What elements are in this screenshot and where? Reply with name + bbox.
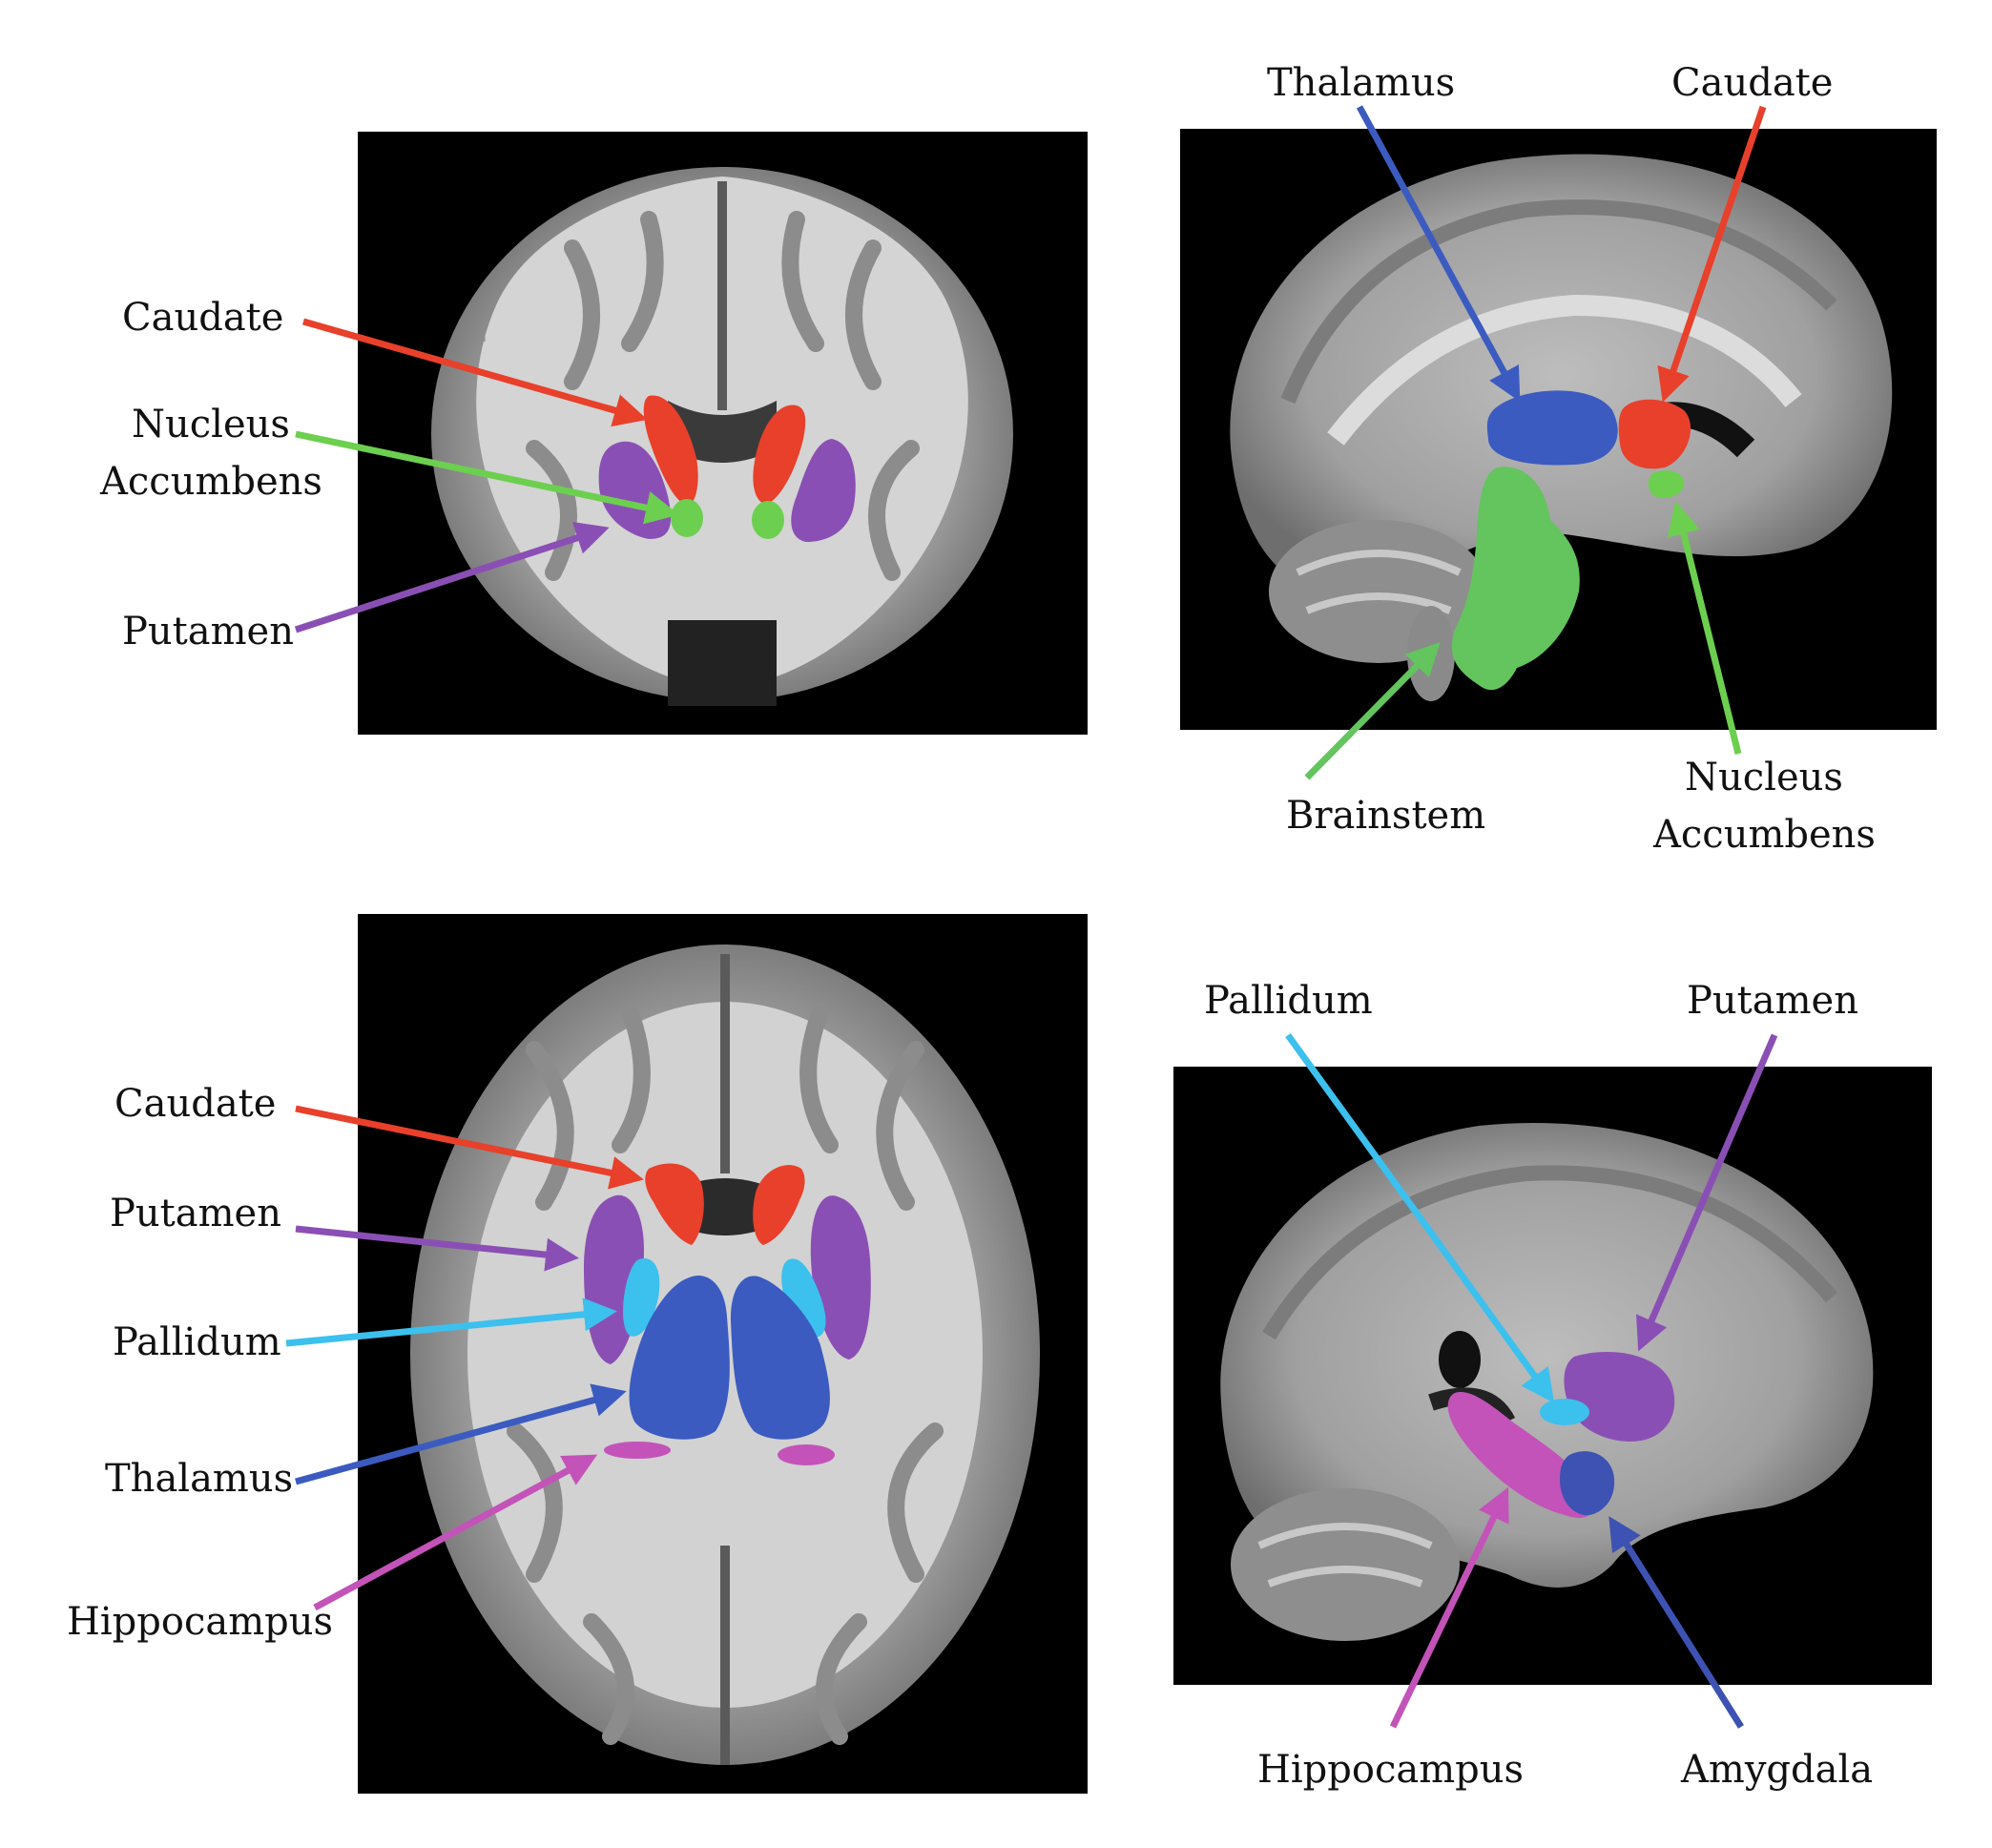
axial-hippocampus-label: Hippocampus (67, 1600, 333, 1644)
coronal-nacc-arrow (295, 430, 679, 525)
sagittal-thalamus (1486, 390, 1618, 466)
axial-caudate-label: Caudate (114, 1082, 276, 1126)
lateral-pallidum (1540, 1399, 1589, 1425)
coronal-panel: Caudate Nucleus Accumbens Putamen (99, 132, 1088, 735)
axial-putamen-label: Putamen (110, 1192, 281, 1235)
axial-thalamus-arrow (295, 1383, 627, 1485)
lateral-amygdala (1560, 1451, 1615, 1516)
sagittal-thalamus-label: Thalamus (1267, 61, 1455, 105)
lateral-amygdala-arrow (1608, 1516, 1744, 1729)
sagittal-caudate-arrow (1657, 105, 1767, 403)
axial-putamen-arrow (295, 1225, 579, 1272)
sagittal-mid-brain (1230, 154, 1893, 701)
coronal-caudate-right (753, 405, 806, 505)
coronal-caudate-label: Caudate (122, 296, 283, 340)
sagittal-brainstem (1451, 467, 1580, 691)
lateral-hippocampus-arrow (1389, 1486, 1509, 1729)
lateral-pallidum-label: Pallidum (1204, 979, 1373, 1023)
sagittal-caudate (1618, 399, 1691, 469)
sagittal-nacc (1648, 470, 1685, 499)
sagittal-nacc-label-line2: Accumbens (1652, 813, 1876, 857)
coronal-putamen-arrow (294, 522, 610, 633)
axial-hippocampus-left (604, 1442, 671, 1459)
axial-hippocampus-right (778, 1444, 835, 1465)
coronal-brain (431, 167, 1013, 706)
lateral-putamen (1564, 1352, 1675, 1442)
coronal-nacc-label-line2: Accumbens (99, 460, 322, 504)
coronal-nacc-label-line1: Nucleus (132, 403, 290, 446)
sagittal-mid-panel: Thalamus Caudate Brainstem Nucleus Accum… (1180, 61, 1937, 857)
lateral-amygdala-label: Amygdala (1680, 1748, 1873, 1792)
axial-thalamus-right (730, 1276, 830, 1440)
coronal-nacc-right (752, 501, 784, 539)
coronal-putamen-right (791, 439, 856, 542)
axial-hippocampus-arrow (313, 1454, 598, 1611)
axial-panel: Caudate Putamen Pallidum Thalamus Hippoc… (67, 914, 1088, 1794)
axial-pallidum-label: Pallidum (113, 1320, 281, 1364)
coronal-putamen-label: Putamen (122, 610, 294, 654)
axial-pallidum-arrow (285, 1298, 617, 1347)
axial-caudate-arrow (295, 1105, 644, 1190)
sagittal-mid-structures (1451, 390, 1691, 691)
sagittal-nacc-arrow (1667, 501, 1742, 755)
lateral-putamen-label: Putamen (1687, 979, 1858, 1023)
axial-thalamus-left (629, 1275, 730, 1440)
sagittal-brainstem-arrow (1304, 642, 1441, 780)
axial-caudate-right (753, 1165, 805, 1245)
lateral-hippocampus-label: Hippocampus (1257, 1748, 1524, 1792)
coronal-caudate-left (643, 395, 698, 506)
axial-putamen-right (810, 1195, 871, 1360)
sagittal-nacc-label-line1: Nucleus (1685, 756, 1843, 799)
coronal-caudate-arrow (302, 318, 648, 427)
axial-structures (584, 1163, 871, 1465)
axial-pallidum-left (623, 1258, 660, 1337)
sagittal-lateral-brain (1220, 1122, 1874, 1641)
sagittal-brainstem-label: Brainstem (1286, 794, 1485, 838)
sagittal-lateral-panel: Pallidum Putamen Hippocampus Amygdala (1173, 979, 1932, 1792)
sagittal-caudate-label: Caudate (1671, 61, 1833, 105)
coronal-structures (598, 395, 856, 542)
coronal-nacc-left (671, 499, 703, 537)
lateral-pallidum-arrow (1285, 1032, 1555, 1403)
lateral-putamen-arrow (1636, 1033, 1778, 1352)
sagittal-lateral-structures (1447, 1352, 1675, 1518)
axial-caudate-left (645, 1163, 704, 1245)
axial-thalamus-label: Thalamus (105, 1457, 293, 1501)
lateral-hippocampus (1447, 1392, 1594, 1518)
sagittal-thalamus-arrow (1356, 105, 1521, 403)
